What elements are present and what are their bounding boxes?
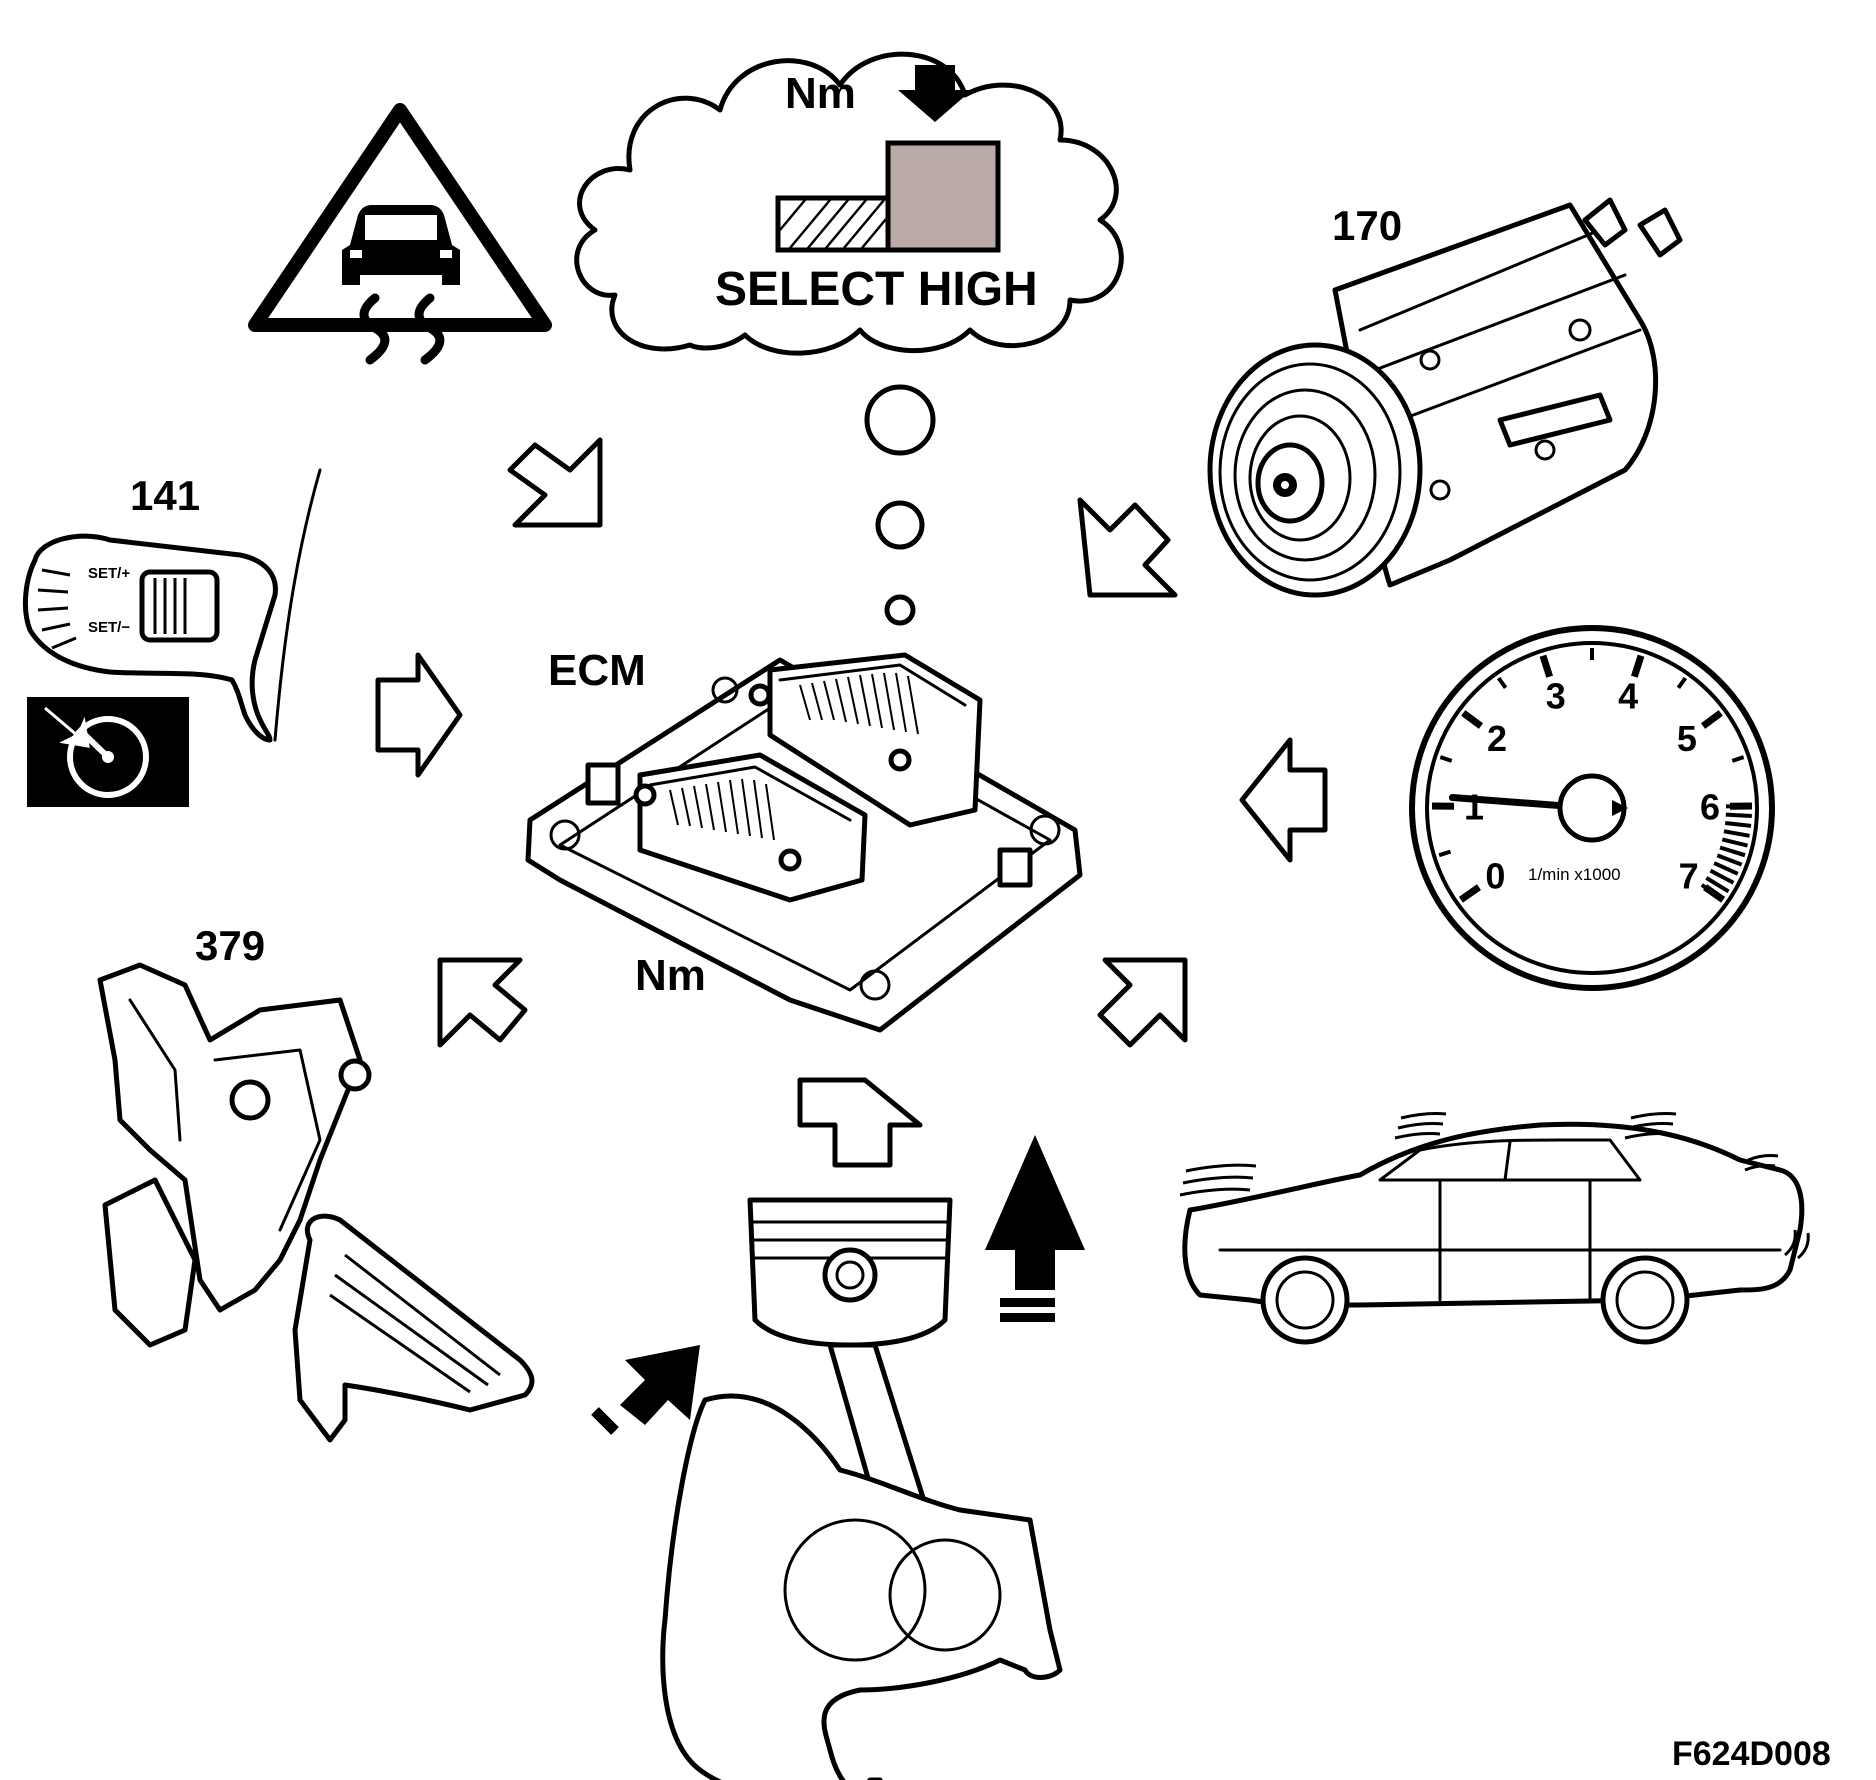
cruise-set-switch xyxy=(139,569,220,643)
low-torque-hatch xyxy=(779,199,887,249)
traction-control-warning-icon xyxy=(248,103,552,365)
tachometer-redline-mark xyxy=(1724,821,1752,828)
ecm-control-module: ECM Nm xyxy=(525,646,1083,1033)
cruise-control-switch: 141 SET/+ SET/− xyxy=(23,468,322,807)
ecm-label: ECM xyxy=(548,646,646,695)
tachometer-tick-label: 2 xyxy=(1487,718,1507,759)
ac-compressor-ref-label: 170 xyxy=(1332,202,1402,249)
tachometer-tick-label: 3 xyxy=(1546,676,1566,717)
arrow-from-tachometer-icon xyxy=(1239,737,1328,863)
tachometer-redline-mark xyxy=(1716,853,1743,867)
tachometer-tick-label: 7 xyxy=(1679,856,1699,897)
piston-up-solid-arrow-icon xyxy=(985,1135,1085,1290)
arrow-from-traction-icon xyxy=(507,437,603,528)
cruise-set-minus-label: SET/− xyxy=(88,619,130,636)
tachometer-tick xyxy=(1539,654,1554,678)
arrow-from-vehicle-icon xyxy=(1097,957,1188,1048)
tachometer-tick xyxy=(1458,884,1481,903)
tachometer-redline-mark xyxy=(1725,812,1752,818)
tachometer-tick xyxy=(1438,849,1452,858)
vehicle-side-view xyxy=(1179,1112,1810,1345)
cruise-control-indicator-icon xyxy=(27,697,189,807)
tachometer-tick-label: 1 xyxy=(1464,787,1484,828)
down-arrow-icon xyxy=(898,65,972,122)
tachometer-redline-mark xyxy=(1700,883,1725,902)
tachometer-unit-label: 1/min x1000 xyxy=(1528,865,1621,884)
bubble-torque-label: Nm xyxy=(785,69,856,118)
tachometer-tick-label: 6 xyxy=(1700,787,1720,828)
tachometer-tick xyxy=(1496,676,1508,690)
piston-and-crankshaft xyxy=(660,1197,1063,1780)
tachometer-redline-mark xyxy=(1723,829,1750,838)
tachometer-redline-mark xyxy=(1719,845,1746,858)
select-high-thought-bubble: Nm SELECT HIGH xyxy=(574,51,1124,626)
cruise-set-plus-label: SET/+ xyxy=(88,565,130,582)
tachometer-redline-mark xyxy=(1721,837,1749,848)
input-arrows xyxy=(375,437,1328,1168)
pedal-to-piston-solid-arrow-icon xyxy=(620,1345,700,1425)
tachometer-tick-label: 0 xyxy=(1485,856,1505,897)
tachometer-tick-label: 5 xyxy=(1677,718,1697,759)
tachometer-tick xyxy=(1731,755,1745,763)
figure-id-label: F624D008 xyxy=(1672,1735,1831,1773)
accelerator-pedal: 379 xyxy=(97,922,535,1443)
tachometer-tick xyxy=(1700,710,1723,729)
vibration-marks xyxy=(1179,1112,1810,1260)
tachometer-tick xyxy=(1630,654,1645,678)
tachometer-redline-mark xyxy=(1709,868,1735,885)
tachometer-tick xyxy=(1461,710,1484,729)
arrow-from-pedal-icon xyxy=(437,957,528,1048)
ac-compressor: 170 xyxy=(1207,197,1683,598)
arrow-from-cruise-switch-icon xyxy=(375,652,463,778)
tachometer-redline-mark xyxy=(1705,876,1730,894)
cruise-grip-texture xyxy=(37,568,77,650)
ecm-torque-label: Nm xyxy=(635,951,706,1000)
accelerator-pedal-ref-label: 379 xyxy=(195,922,265,969)
tachometer-tick xyxy=(1676,676,1688,690)
tachometer-tick-label: 4 xyxy=(1618,676,1638,717)
high-torque-block xyxy=(885,140,1001,253)
cruise-switch-ref-label: 141 xyxy=(130,472,200,519)
tachometer-redline-mark xyxy=(1713,861,1739,876)
tachometer-tick xyxy=(1439,755,1453,763)
arrow-from-piston-icon xyxy=(797,1077,923,1168)
torque-increase-arrows xyxy=(591,1135,1085,1435)
arrow-from-compressor-icon xyxy=(1077,497,1178,598)
select-high-label: SELECT HIGH xyxy=(715,263,1038,316)
